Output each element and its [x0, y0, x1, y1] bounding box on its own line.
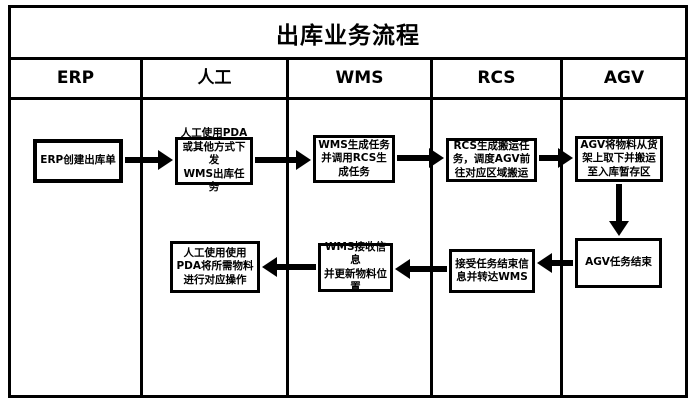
box-wms-generate-task: WMS生成任务 并调用RCS生 成任务	[313, 135, 395, 183]
arrow-shaft	[397, 155, 431, 161]
arrow-head	[296, 150, 311, 170]
arrow-right-icon	[125, 150, 173, 170]
arrow-head	[395, 259, 410, 279]
arrow-shaft	[550, 260, 573, 266]
arrow-right-icon	[255, 150, 311, 170]
arrow-head	[609, 221, 629, 236]
arrow-shaft	[539, 155, 560, 161]
arrow-shaft	[255, 157, 298, 163]
arrow-head	[262, 257, 277, 277]
arrow-shaft	[125, 157, 160, 163]
arrow-head	[158, 150, 173, 170]
arrow-left-icon	[395, 259, 447, 279]
lane-header-rcs: RCS	[477, 68, 516, 88]
box-erp-create-outbound-order: ERP创建出库单	[33, 139, 123, 183]
lane-header-wms: WMS	[335, 68, 384, 88]
lane-divider-rcs-agv	[560, 57, 563, 395]
arrow-right-icon	[397, 148, 444, 168]
box-manual-issue-wms-task: 人工使用PDA 或其他方式下发 WMS出库任务	[175, 127, 253, 193]
header-divider	[11, 97, 685, 100]
box-agv-task-end: AGV任务结束	[575, 238, 662, 288]
box-manual-operate-materials: 人工使用使用 PDA将所需物料 进行对应操作	[170, 241, 260, 293]
arrow-down-icon	[609, 184, 629, 236]
arrow-shaft	[616, 184, 622, 223]
title-divider	[11, 57, 685, 60]
lane-header-erp: ERP	[56, 68, 95, 88]
box-rcs-generate-transport-task: RCS生成搬运任 务，调度AGV前 往对应区域搬运	[446, 138, 537, 182]
arrow-head	[537, 253, 552, 273]
box-agv-pick-and-transport: AGV将物料从货 架上取下并搬运 至入库暂存区	[575, 136, 663, 182]
arrow-left-icon	[262, 257, 316, 277]
lane-divider-manual-wms	[286, 57, 289, 395]
arrow-shaft	[408, 266, 447, 272]
flowchart-frame: 出库业务流程 ERP 人工 WMS RCS AGV ERP创建出库单 人工使用P…	[8, 5, 688, 398]
box-rcs-receive-end-info: 接受任务结束信 息并转达WMS	[449, 249, 535, 293]
lane-divider-wms-rcs	[430, 57, 433, 395]
arrow-left-icon	[537, 253, 573, 273]
box-wms-update-material-location: WMS接收信息 并更新物料位 置	[318, 241, 393, 293]
lane-header-agv: AGV	[603, 68, 645, 88]
arrow-head	[429, 148, 444, 168]
page-title: 出库业务流程	[276, 23, 420, 49]
lane-header-manual: 人工	[197, 68, 232, 88]
arrow-shaft	[275, 264, 316, 270]
arrow-right-icon	[539, 148, 573, 168]
lane-divider-erp-manual	[140, 57, 143, 395]
arrow-head	[558, 148, 573, 168]
